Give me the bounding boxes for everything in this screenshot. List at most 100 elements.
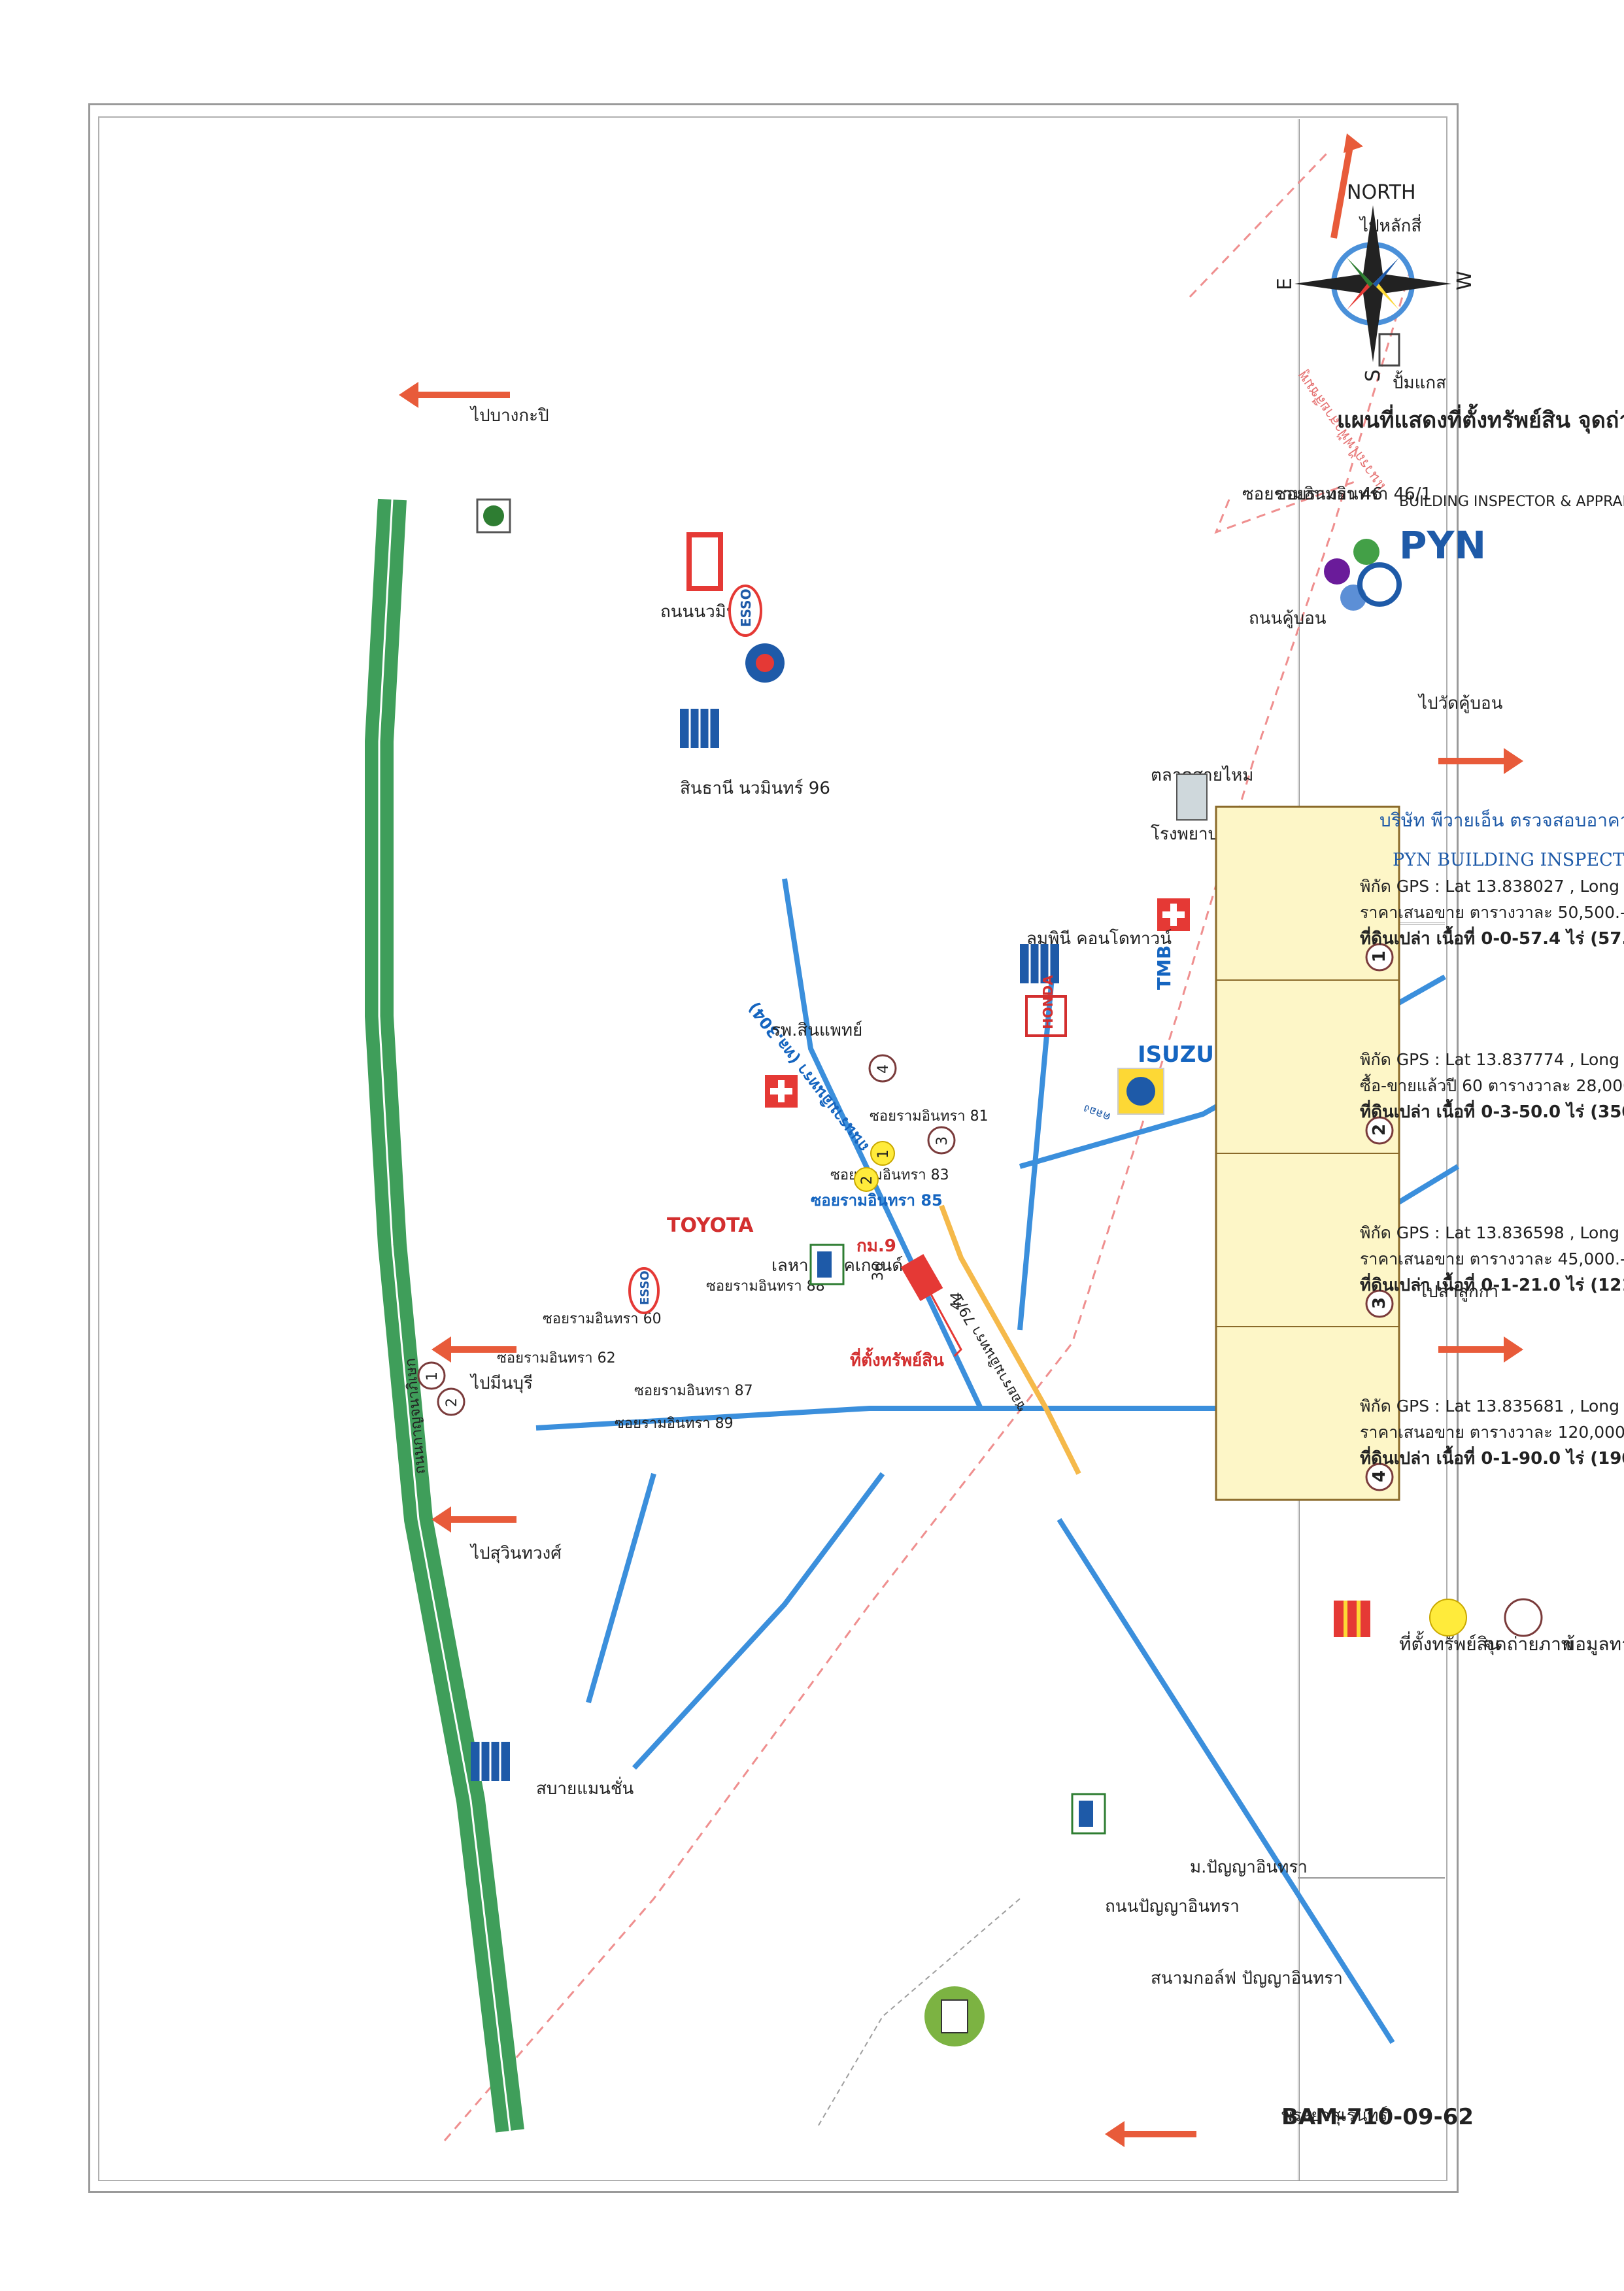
to-suwinthawong-label: ไปสุวินทวงศ์ bbox=[469, 1543, 562, 1563]
soi-83-label: ซอยรามอินทรา 83 bbox=[830, 1167, 949, 1183]
svg-text:HONDA: HONDA bbox=[1040, 975, 1056, 1029]
market-info-3: 3 ที่ดินเปล่า เนื้อที่ 0-1-21.0 ไร่ (121… bbox=[1360, 1223, 1624, 1318]
market-marker-1: 1 bbox=[417, 1361, 446, 1390]
market-marker-4: 4 bbox=[868, 1054, 897, 1083]
soi-62-label: ซอยรามอินทรา 62 bbox=[497, 1350, 616, 1366]
toyota-logo: TOYOTA bbox=[667, 1214, 754, 1237]
esso-logo-2: ESSO bbox=[628, 1267, 660, 1314]
svg-text:ราคาเสนอขาย ตารางวาละ 120,000.: ราคาเสนอขาย ตารางวาละ 120,000.-บาท bbox=[1360, 1423, 1624, 1442]
lotus-icon bbox=[809, 1244, 845, 1285]
legend-photo-point: จุดถ่ายภาพ bbox=[1484, 1633, 1573, 1655]
svg-text:BUILDING INSPECTOR & APPRAISAL: BUILDING INSPECTOR & APPRAISAL bbox=[1399, 494, 1624, 510]
sabai-label: สบายแมนชั่น bbox=[536, 1776, 634, 1799]
market-icon bbox=[1176, 773, 1208, 821]
arrow-to-lak-si bbox=[1330, 133, 1363, 239]
market-marker-2: 2 bbox=[437, 1387, 465, 1416]
soi-89-label: ซอยรามอินทรา 89 bbox=[615, 1416, 734, 1432]
compass-rose bbox=[1294, 205, 1451, 362]
svg-text:2: 2 bbox=[859, 1176, 875, 1185]
pink-line-rail-branch bbox=[1189, 152, 1328, 298]
svg-text:3: 3 bbox=[1370, 1297, 1389, 1309]
ku-bon-rd-label: ถนนคู้บอน bbox=[1249, 609, 1327, 628]
svg-text:ราคาเสนอขาย ตารางวาละ 50,500.-: ราคาเสนอขาย ตารางวาละ 50,500.-บาท bbox=[1360, 903, 1624, 922]
svg-text:ที่ดินเปล่า เนื้อที่ 0-1-21.0: ที่ดินเปล่า เนื้อที่ 0-1-21.0 ไร่ (121.0… bbox=[1360, 1272, 1624, 1295]
golf-boundary bbox=[817, 1898, 1021, 2128]
arrow-to-wat-ku-bon bbox=[1438, 748, 1523, 774]
hospital-icon bbox=[1157, 898, 1190, 931]
svg-text:ที่ดินเปล่า เนื้อที่ 0-0-57.4: ที่ดินเปล่า เนื้อที่ 0-0-57.4 ไร่ (57.4 … bbox=[1360, 925, 1624, 949]
pink-line-rail bbox=[443, 263, 1413, 2141]
soi-81-label: ซอยรามอินทรา 81 bbox=[870, 1108, 989, 1125]
svg-text:ที่ดินเปล่า เนื้อที่ 0-1-90.0: ที่ดินเปล่า เนื้อที่ 0-1-90.0 ไร่ (190.0… bbox=[1360, 1445, 1624, 1468]
honda-logo: HONDA bbox=[1025, 975, 1067, 1037]
arrow-to-lam-luk-ka bbox=[1438, 1336, 1523, 1363]
house-44-label: 44 bbox=[949, 1292, 965, 1310]
svg-text:3: 3 bbox=[934, 1136, 951, 1146]
svg-text:ESSO: ESSO bbox=[738, 588, 754, 627]
legend-photo-swatch bbox=[1429, 1599, 1467, 1637]
condo-building-icon bbox=[1020, 944, 1059, 983]
canal-6 bbox=[632, 1472, 885, 1770]
company-name-th: บริษัท พีวายเอ็น ตรวจสอบอาคารและประเมินร… bbox=[1379, 809, 1624, 831]
canal-1 bbox=[535, 1406, 1229, 1431]
market-info-4: 4 ที่ดินเปล่า เนื้อที่ 0-1-90.0 ไร่ (190… bbox=[1360, 1397, 1624, 1491]
photo-point-2: 2 bbox=[854, 1167, 879, 1192]
svg-text:ESSO: ESSO bbox=[638, 1270, 652, 1305]
arrow-to-phraya bbox=[1105, 2121, 1196, 2147]
svg-text:4: 4 bbox=[1370, 1470, 1389, 1482]
market-info-2: 2 ที่ดินเปล่า เนื้อที่ 0-3-50.0 ไร่ (350… bbox=[1360, 1050, 1624, 1145]
map-title: แผนที่แสดงที่ตั้งทรัพย์สิน จุดถ่ายภาพ แล… bbox=[1337, 403, 1624, 434]
golf-label: สนามกอล์ฟ ปัญญาอินทรา bbox=[1151, 1969, 1343, 1988]
soi-79-1-road bbox=[939, 1204, 1081, 1475]
bank-icon-2 bbox=[1324, 558, 1350, 585]
to-min-buri-label: ไปมีนบุรี bbox=[469, 1373, 533, 1393]
svg-text:พิกัด GPS : Lat 13.835681 , Lo: พิกัด GPS : Lat 13.835681 , Long 100.667… bbox=[1360, 1397, 1624, 1416]
sinthani-label: สินธานี นวมินทร์ 96 bbox=[680, 779, 830, 798]
svg-text:พิกัด GPS : Lat 13.838027 , Lo: พิกัด GPS : Lat 13.838027 , Long 100.671… bbox=[1360, 877, 1624, 896]
svg-text:พิกัด GPS : Lat 13.836598 , Lo: พิกัด GPS : Lat 13.836598 , Long 100.667… bbox=[1360, 1223, 1624, 1242]
pyn-logo: PYN BUILDING INSPECTOR & APPRAISAL bbox=[1357, 494, 1624, 607]
gas-station-label: ปั้มแกส bbox=[1393, 370, 1446, 393]
ptt-gas-logo bbox=[745, 643, 785, 683]
synphaet-hospital-icon bbox=[765, 1075, 798, 1108]
arrow-to-bang-kapi bbox=[399, 382, 510, 408]
document-code: BAM-710-09-62 bbox=[1281, 2104, 1474, 2130]
tmb-logo: TMB bbox=[1153, 945, 1175, 990]
svg-text:4: 4 bbox=[875, 1064, 892, 1074]
sinthani-building-icon bbox=[680, 709, 719, 748]
compass-w: W bbox=[1453, 271, 1476, 290]
canal-8 bbox=[586, 1472, 656, 1704]
svg-text:2: 2 bbox=[1370, 1124, 1389, 1136]
bank-icon-3 bbox=[1353, 539, 1379, 565]
phraya-label: พระยาสุเรนทร์ bbox=[1281, 2106, 1388, 2126]
svg-text:2: 2 bbox=[444, 1398, 460, 1407]
hospital-synphaet-label: รพ.สินแพทย์ bbox=[771, 1021, 862, 1040]
gas-station-icon bbox=[1378, 333, 1400, 367]
compass-e: E bbox=[1274, 278, 1296, 290]
svg-text:ที่ดินเปล่า เนื้อที่ 0-3-50.0: ที่ดินเปล่า เนื้อที่ 0-3-50.0 ไร่ (350.0… bbox=[1360, 1098, 1624, 1122]
bangchak-icon bbox=[476, 498, 511, 534]
km9-label: กม.9 bbox=[856, 1236, 896, 1256]
arrow-to-suwinthawong bbox=[431, 1506, 516, 1533]
legend-market-swatch bbox=[1504, 1598, 1543, 1637]
svg-text:พิกัด GPS : Lat 13.837774 , Lo: พิกัด GPS : Lat 13.837774 , Long 100.671… bbox=[1360, 1050, 1624, 1069]
to-wat-ku-bon-label: ไปวัดคู้บอน bbox=[1417, 693, 1503, 713]
legend-market-data: ข้อมูลทางตลาด bbox=[1563, 1633, 1624, 1655]
ptt-logo bbox=[1126, 1077, 1155, 1106]
company-name-en: PYN BUILDING INSPECTOR & APPRAISAL CO., … bbox=[1393, 850, 1624, 870]
panya-rd-label: ถนนปัญญาอินทรา bbox=[1105, 1897, 1240, 1916]
market-marker-3: 3 bbox=[927, 1126, 956, 1155]
soi-87-label: ซอยรามอินทรา 87 bbox=[634, 1383, 753, 1399]
compass-s: S bbox=[1362, 369, 1385, 382]
svg-text:1: 1 bbox=[875, 1149, 892, 1159]
pink-line-rail-depot bbox=[1214, 479, 1361, 534]
photo-point-1: 1 bbox=[870, 1141, 895, 1166]
svg-text:PYN: PYN bbox=[1399, 523, 1486, 568]
to-lam-luk-ka-label: ไปลำลูกกา bbox=[1417, 1281, 1498, 1302]
panya-village-label: ม.ปัญญาอินทรา bbox=[1190, 1858, 1308, 1877]
market-info-box bbox=[1215, 806, 1400, 1501]
compass-north: NORTH bbox=[1347, 181, 1416, 204]
kanchanaphisek-road bbox=[365, 498, 524, 2133]
svg-text:1: 1 bbox=[424, 1372, 441, 1381]
